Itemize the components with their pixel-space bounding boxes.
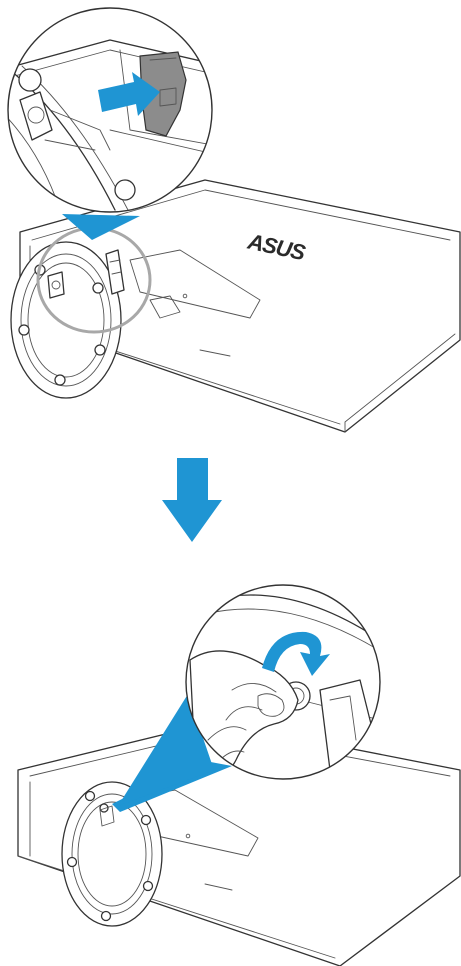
push-arrow-icon xyxy=(98,72,160,116)
latch-small xyxy=(105,249,125,295)
stand-base xyxy=(10,241,122,399)
step2-illustration xyxy=(17,721,461,966)
zoom-detail-1 xyxy=(7,7,213,213)
step1-illustration: ASUS xyxy=(10,179,461,433)
stand-base-2 xyxy=(61,781,163,927)
rotate-arrow-icon xyxy=(262,631,330,676)
zoom-pointer xyxy=(62,214,140,240)
zoom-detail-2 xyxy=(185,584,381,780)
arrow-down-icon xyxy=(162,458,222,542)
